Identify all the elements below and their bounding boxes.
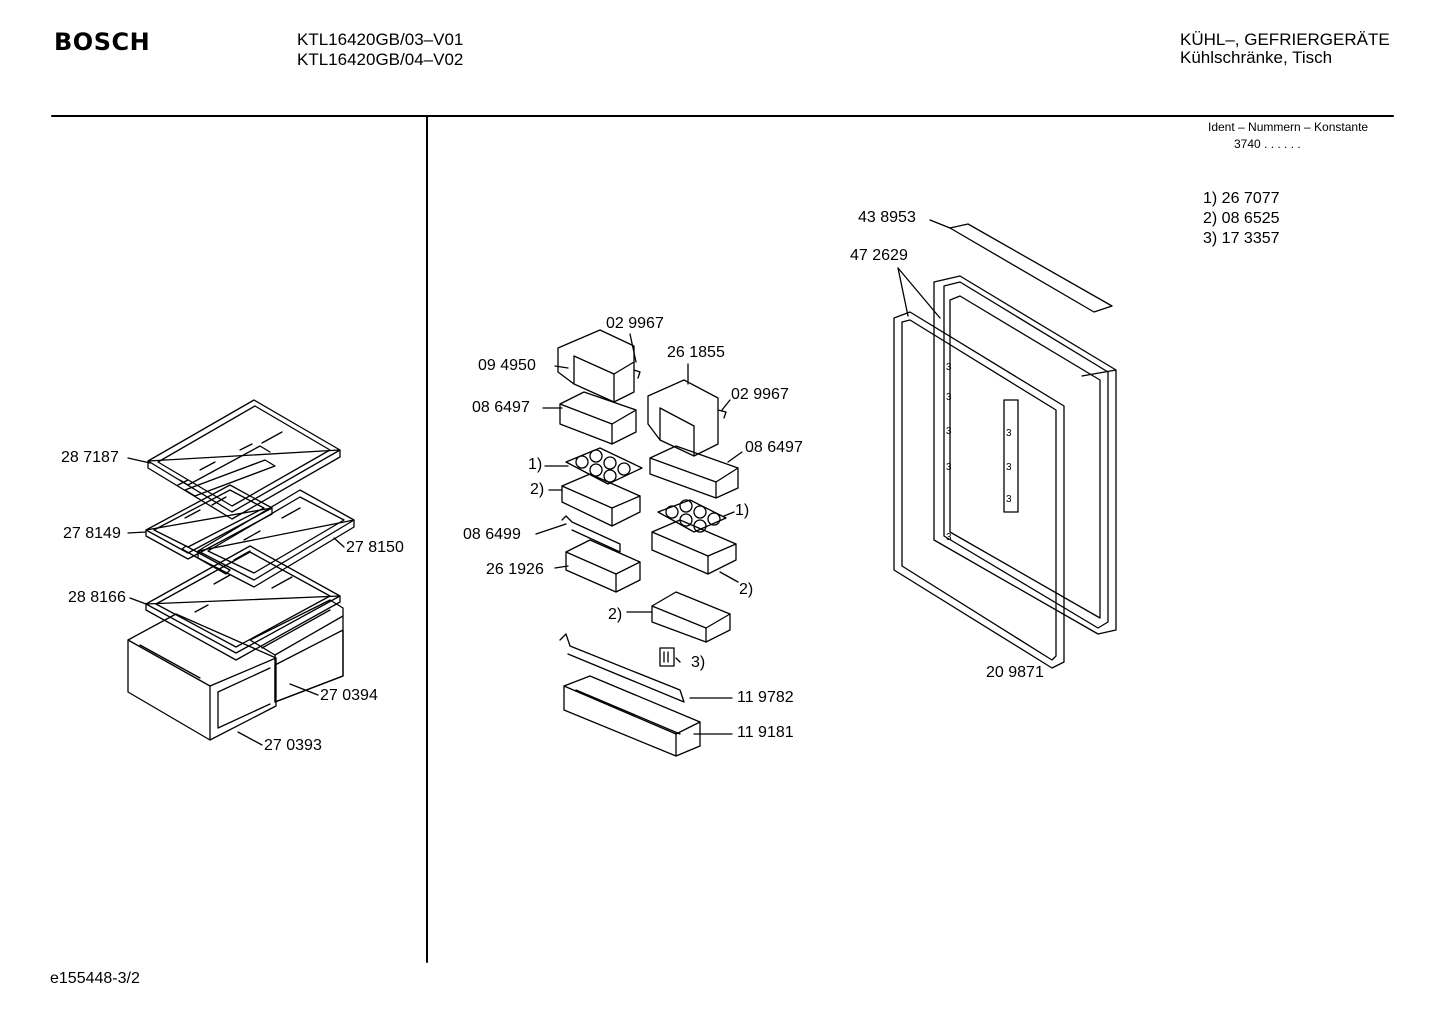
door-rack-top-left: [557, 329, 641, 403]
legend-item-3: 3) 17 3357: [1203, 230, 1280, 247]
glass-shelf-bottom: [145, 545, 341, 661]
glass-shelf-split-right: [197, 489, 355, 588]
part-label: 11 9181: [737, 724, 794, 741]
svg-text:3: 3: [1006, 428, 1012, 439]
butter-dish-right: [649, 445, 739, 499]
ident-title: Ident – Nummern – Konstante: [1208, 120, 1369, 134]
glass-shelf-top: [147, 399, 341, 520]
part-label: 08 6497: [472, 399, 530, 416]
egg-box-left: [561, 473, 641, 527]
part-label: 02 9967: [731, 386, 789, 403]
ident-value: 3740 . . . . . .: [1234, 137, 1301, 151]
part-label: 02 9967: [606, 315, 664, 332]
category-title: KÜHL–, GEFRIERGERÄTE: [1180, 30, 1390, 49]
part-label: 2): [739, 581, 754, 598]
butter-dish-top-left: [559, 391, 637, 445]
bottle-guard-11-9782: [559, 633, 685, 703]
part-label: 20 9871: [986, 664, 1044, 681]
svg-text:3: 3: [1006, 462, 1012, 473]
legend-item-2: 2) 08 6525: [1203, 210, 1280, 227]
model-number-2: KTL16420GB/04–V02: [297, 50, 464, 69]
egg-tray-left: [565, 447, 643, 485]
door-gasket-20-9871: [893, 311, 1065, 669]
glass-shelf-split-left: [145, 484, 273, 575]
part-label: 28 8166: [68, 589, 126, 606]
part-label: 27 0394: [320, 687, 378, 704]
part-label: 11 9782: [737, 689, 794, 706]
svg-text:3: 3: [946, 392, 952, 403]
door-rack-top-right: [647, 379, 727, 457]
brand-logo: BOSCH: [54, 28, 151, 56]
part-label: 2): [608, 606, 623, 623]
part-label: 47 2629: [850, 247, 908, 264]
door-bin-26-1926: [565, 539, 641, 593]
part-label: 26 1926: [486, 561, 544, 578]
top-trim-43-8953: [949, 223, 1113, 313]
svg-text:3: 3: [946, 462, 952, 473]
part-label: 3): [691, 654, 706, 671]
clip-3: [659, 647, 675, 667]
part-label: 43 8953: [858, 209, 916, 226]
part-label: 08 6499: [463, 526, 521, 543]
part-label: 08 6497: [745, 439, 803, 456]
part-label: 27 8150: [346, 539, 404, 556]
bottle-shelf-11-9181: [563, 675, 701, 757]
legend-item-1: 1) 26 7077: [1203, 190, 1280, 207]
crisper-drawer-left: [127, 613, 277, 741]
part-label: 28 7187: [61, 449, 119, 466]
part-label: 09 4950: [478, 357, 536, 374]
egg-box-small: [651, 591, 731, 643]
part-label: 27 8149: [63, 525, 121, 542]
egg-tray-right: [657, 499, 727, 533]
door-panel: [933, 275, 1117, 635]
crisper-drawer-right: [249, 599, 344, 703]
svg-text:3: 3: [946, 532, 952, 543]
svg-text:3: 3: [1006, 494, 1012, 505]
svg-text:3: 3: [946, 362, 952, 373]
svg-text:3: 3: [946, 426, 952, 437]
document-id: e155448-3/2: [50, 970, 140, 987]
part-label: 27 0393: [264, 737, 322, 754]
egg-box-right: [651, 519, 737, 575]
model-number-1: KTL16420GB/03–V01: [297, 30, 464, 49]
part-label: 1): [735, 502, 750, 519]
door-clips: 3 3 3 3 3 3 3 3: [946, 362, 1012, 543]
part-label: 2): [530, 481, 545, 498]
category-subtitle: Kühlschränke, Tisch: [1180, 48, 1333, 67]
rail-08-6499: [561, 515, 621, 553]
part-label: 1): [528, 456, 543, 473]
part-label: 26 1855: [667, 344, 725, 361]
